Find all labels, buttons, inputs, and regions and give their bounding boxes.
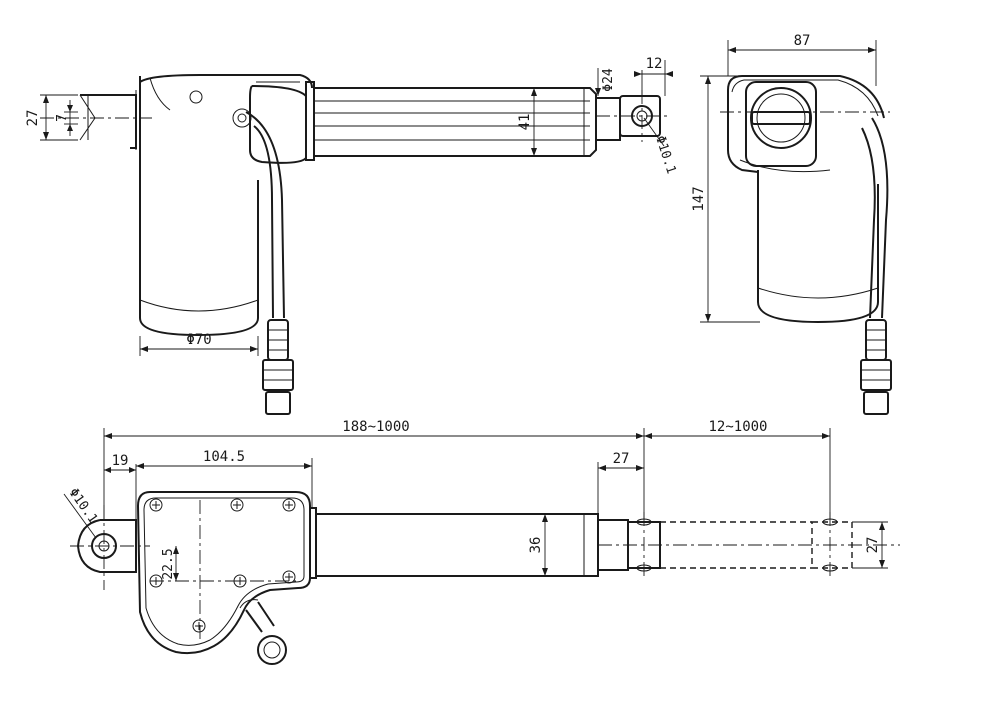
dim-rod-diameter: Φ24 xyxy=(595,68,616,96)
dim-rear-offset: 19 xyxy=(104,453,136,473)
dim-motor-diameter-label: Φ70 xyxy=(186,332,211,348)
side-rear-clevis xyxy=(40,90,152,150)
dim-end-width-label: 87 xyxy=(794,33,811,49)
top-outer-tube: 36 xyxy=(316,513,599,577)
dim-end-width: 87 xyxy=(727,33,877,86)
dim-clevis-hole-label: Φ10.1 xyxy=(652,134,678,176)
end-knob xyxy=(745,81,817,167)
dim-end-height: 147 xyxy=(691,75,760,323)
end-view: 87 147 xyxy=(691,33,892,415)
dim-outer-tube-label: 36 xyxy=(528,537,544,554)
top-view: Φ10.1 xyxy=(63,419,900,665)
side-outer-tube: 41 xyxy=(305,81,597,161)
dim-motor-diameter: Φ70 xyxy=(139,332,259,356)
dim-stroke: 12~1000 xyxy=(644,419,830,439)
dim-rod-diameter-label: Φ24 xyxy=(601,68,616,92)
side-rod-clevis xyxy=(595,90,668,142)
end-housing xyxy=(727,75,885,324)
dim-overall-length-label: 188~1000 xyxy=(342,419,409,435)
dim-gear-length-label: 104.5 xyxy=(203,449,245,465)
dim-clevis-hole: Φ10.1 xyxy=(643,117,679,176)
side-view: 27 7 xyxy=(25,56,679,415)
dim-side-slot-label: 7 xyxy=(55,114,70,122)
dim-rod-end-length: 27 xyxy=(598,451,644,471)
end-cable xyxy=(860,117,892,415)
dim-side-bore-label: 27 xyxy=(25,110,41,127)
dim-gear-length: 104.5 xyxy=(136,449,312,469)
side-motor-body xyxy=(139,74,313,337)
dim-side-bore: 27 7 xyxy=(25,94,78,141)
dim-stroke-label: 12~1000 xyxy=(708,419,767,435)
dim-end-height-label: 147 xyxy=(691,186,707,211)
dim-overall-length: 188~1000 xyxy=(104,419,644,439)
top-gear-housing: 22.5 xyxy=(136,491,317,665)
dim-clevis-width-label: 12 xyxy=(646,56,663,72)
dim-front-clevis-height: 27 xyxy=(852,521,888,569)
dim-front-clevis-height-label: 27 xyxy=(865,537,881,554)
dim-rear-bore-offset-label: 22.5 xyxy=(161,548,176,579)
top-extended-stroke xyxy=(660,512,853,578)
dim-rear-offset-label: 19 xyxy=(112,453,129,469)
side-cable xyxy=(245,111,294,415)
dim-clevis-width: 12 xyxy=(634,56,673,96)
dim-tube-height-label: 41 xyxy=(517,114,533,131)
dim-rod-end-length-label: 27 xyxy=(613,451,630,467)
top-rear-clevis: Φ10.1 xyxy=(63,486,150,590)
top-rod-clevis xyxy=(597,512,900,578)
